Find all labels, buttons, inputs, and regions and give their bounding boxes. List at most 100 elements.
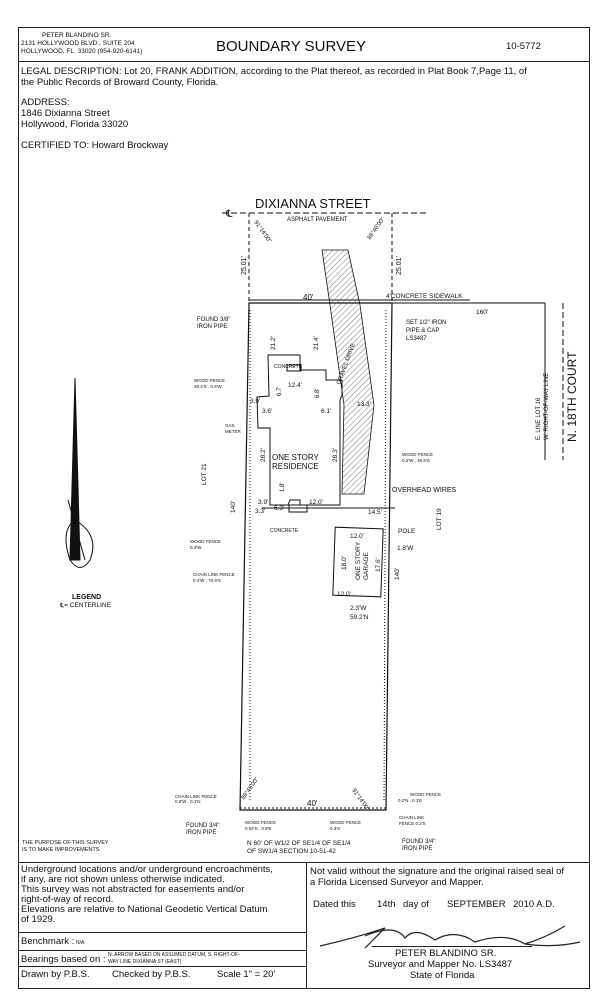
dim-140-left: 140' xyxy=(230,501,237,513)
dim-3-9-a: 3.9' xyxy=(250,398,260,405)
chain-fence-w-l1: CHAIN LINK FENCE xyxy=(193,572,235,577)
north-arrow-icon xyxy=(65,377,94,568)
setback-21-4: 21.4' xyxy=(313,336,320,350)
found-pipe-bl-l2: IRON PIPE xyxy=(186,830,216,836)
dim-12-4: 12.4' xyxy=(288,382,302,389)
garage-footprint xyxy=(332,526,384,598)
dim-28-2-a: 28.2' xyxy=(260,448,267,462)
gravel-drive xyxy=(321,249,375,495)
dim-6-3: 6.3' xyxy=(274,505,284,512)
dim-13-3: 13.3' xyxy=(357,401,371,408)
bearings-value-l1: N. ARROW BASED ON ASSUMED DATUM, S. RIGH… xyxy=(108,952,240,958)
asphalt-label: ASPHALT PAVEMENT xyxy=(287,217,348,223)
bearings-label: Bearings based on : xyxy=(21,954,106,965)
note-underground-l2: if any, are not shown unless otherwise i… xyxy=(21,874,225,885)
dim-6-1: 6.1' xyxy=(321,408,331,415)
chain-fence-bl-l2: 0.8'W , 0.1'N xyxy=(175,799,200,804)
wood-fence-w2-l2: 0.3'W xyxy=(190,545,202,550)
notes-top-divider xyxy=(18,862,590,863)
overhead-wires-label: OVERHEAD WIRES xyxy=(392,487,457,494)
drawn-by: Drawn by P.B.S. xyxy=(21,969,90,980)
wood-fence-e-l2: 0.2'W , 46.6'S xyxy=(402,458,430,463)
wood-fence-w-l2: 28.2'S , 0.3'W xyxy=(194,384,222,389)
residence-l2: RESIDENCE xyxy=(272,462,319,471)
gas-meter-l1: GAS xyxy=(225,423,235,428)
benchmark-label: Benchmark : xyxy=(21,936,75,947)
concrete-top-label: CONCRETE xyxy=(274,364,303,370)
note-elev-l1: Elevations are relative to National Geod… xyxy=(21,904,268,915)
wood-fence-e-l1: WOOD FENCE xyxy=(402,452,433,457)
east-line-l1: E. LINE LOT 16 xyxy=(536,397,542,440)
page-title: BOUNDARY SURVEY xyxy=(216,38,367,55)
dated-day: 14th xyxy=(377,899,396,910)
legal-description-line2: the Public Records of Broward County, Fl… xyxy=(21,77,219,88)
note-underground-l1: Underground locations and/or underground… xyxy=(21,864,273,875)
rear-line-l2: OF SW1/4 SECTION 10-51-42 xyxy=(247,848,336,855)
setback-21-2: 21.2' xyxy=(270,336,277,350)
purpose-l2: IS TO MAKE IMPROVEMENTS xyxy=(22,847,100,853)
dim-160: 160' xyxy=(476,309,488,316)
dated-label: Dated this xyxy=(313,899,356,910)
lot-21-label: LOT 21 xyxy=(201,463,208,485)
set-pipe-l1: SET 1/2" IRON xyxy=(406,320,446,326)
notes-center-divider xyxy=(306,862,307,989)
bearings-value-l2: WAY LINE DIXIANNA ST (EAST) xyxy=(108,959,182,965)
valid-line2: a Florida Licensed Surveyor and Mapper. xyxy=(310,877,484,888)
address-street: 1846 Dixianna Street xyxy=(21,108,110,119)
dated-month: SEPTEMBER xyxy=(447,899,506,910)
chain-fence-br-l1: CHAIN LINK xyxy=(399,815,424,820)
dim-14-5: 14.5' xyxy=(368,509,382,516)
surveyor-address-line2: HOLLYWOOD, FL. 33020 (954-920-6141) xyxy=(21,48,143,55)
wood-fence-br-l2: 0.2'N , 0.1'E xyxy=(398,798,422,803)
purpose-l1: THE PURPOSE OF THIS SURVEY xyxy=(22,840,109,846)
dim-3-9-b: 3.9' xyxy=(258,499,268,506)
front-width: 40' xyxy=(303,293,314,302)
wood-fence-b2-l1: WOOD FENCE xyxy=(330,820,361,825)
found-pipe-br-l1: FOUND 3/4" xyxy=(402,839,435,845)
lot-19-label: LOT 19 xyxy=(436,508,443,530)
dim-25-01-right: 25.01' xyxy=(396,256,403,275)
dim-3-6: 3.6' xyxy=(262,408,272,415)
concrete-pad-top xyxy=(286,364,302,372)
legend-item: ℄= CENTERLINE xyxy=(59,602,112,609)
bearings-top-divider xyxy=(18,950,306,951)
dim-6-8: 6.8' xyxy=(315,389,321,399)
sidewalk-label: 4'CONCRETE SIDEWALK xyxy=(386,293,463,300)
found-pipe-top-l1: FOUND 3/8" xyxy=(197,317,230,323)
garage-offset-l2: 59.2'N xyxy=(350,614,369,621)
concrete-bottom-label: CONCRETE xyxy=(270,528,299,534)
page-border xyxy=(18,27,590,989)
address-city: Hollywood, Florida 33020 xyxy=(21,119,129,130)
dim-140-right: 140' xyxy=(394,568,401,580)
found-pipe-top-l2: IRON PIPE xyxy=(197,324,227,330)
rear-line-l1: N 60' OF W1/2 OF SE1/4 OF SE1/4 xyxy=(247,840,351,847)
angle-bottom-left: 88°46'00" xyxy=(241,777,261,801)
signer-license: Surveyor and Mapper No. LS3487 xyxy=(368,959,513,970)
dim-25-01-left: 25.01' xyxy=(241,256,248,275)
residence-l1: ONE STORY xyxy=(272,453,319,462)
note-abstract-l1: This survey was not abstracted for easem… xyxy=(21,884,245,895)
checked-by: Checked by P.B.S. xyxy=(112,969,191,980)
dim-3-3: 3.3' xyxy=(255,508,265,515)
dim-12-0-c: 12.0' xyxy=(337,591,351,598)
signer-name: PETER BLANDINO SR. xyxy=(395,948,497,959)
signer-state: State of Florida xyxy=(410,970,475,981)
found-pipe-bl-l1: FOUND 3/4" xyxy=(186,823,219,829)
valid-line1: Not valid without the signature and the … xyxy=(310,866,565,877)
set-pipe-l2: PIPE & CAP xyxy=(406,328,439,334)
angle-top-left: 91°14'00" xyxy=(252,220,272,244)
rear-width: 40' xyxy=(307,799,318,808)
wood-fence-w2-l1: WOOD FENCE xyxy=(190,539,221,544)
chain-fence-bl-l1: CHAIN LINK FENCE xyxy=(175,794,217,799)
job-number: 10-5772 xyxy=(506,41,541,52)
dim-12-0-b: 12.0' xyxy=(350,533,364,540)
signature-icon xyxy=(319,925,581,949)
header-divider xyxy=(18,61,590,62)
garage-offset-l1: 2.3'W xyxy=(350,605,367,612)
wood-fence-w-l1: WOOD FENCE xyxy=(194,378,225,383)
dim-12-0-a: 12.0' xyxy=(309,499,323,506)
benchmark-top-divider xyxy=(18,932,306,933)
note-elev-l2: of 1929. xyxy=(21,914,56,925)
dim-1-8: 1.8' xyxy=(280,483,286,493)
